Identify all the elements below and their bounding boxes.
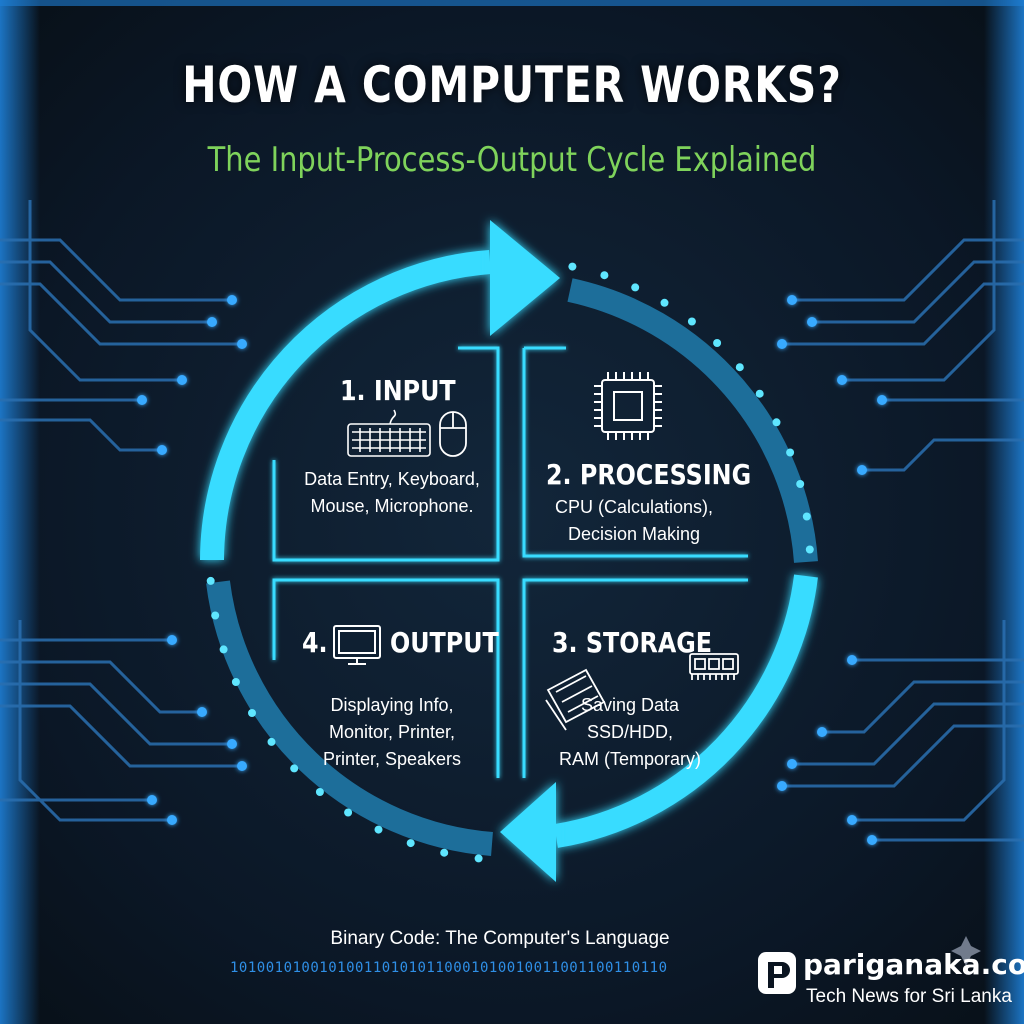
- output-text: Displaying Info, Monitor, Printer, Print…: [302, 692, 482, 773]
- storage-text: Saving Data SSD/HDD, RAM (Temporary): [540, 692, 720, 773]
- arc-output-to-input: [206, 580, 493, 856]
- ring-dot: [231, 678, 240, 686]
- ring-dot: [568, 262, 577, 271]
- right-edge-glow: [984, 0, 1024, 1024]
- brand-tagline: Tech News for Sri Lanka: [806, 986, 1012, 1007]
- quadrant-dividers: [272, 346, 748, 778]
- ssd-drive-icon: [545, 668, 606, 731]
- ring-dot: [374, 825, 383, 834]
- arc-input-to-processing: [200, 250, 491, 561]
- keyboard-icon: [347, 409, 431, 457]
- output-text-line: Printer, Speakers: [322, 749, 462, 769]
- circuit-traces-left: [0, 200, 240, 822]
- left-edge-glow: [0, 0, 40, 1024]
- ring-dot: [687, 317, 696, 326]
- arc-storage-to-output: [554, 574, 818, 848]
- processing-text-line: Decision Making: [567, 524, 701, 544]
- output-number: 4.: [302, 626, 328, 659]
- page-title: HOW A COMPUTER WORKS?: [182, 56, 842, 114]
- ring-dots: [206, 262, 814, 863]
- binary-caption: Binary Code: The Computer's Language: [330, 928, 670, 949]
- ring-dot: [474, 854, 483, 863]
- input-text-line: Data Entry, Keyboard,: [304, 469, 480, 489]
- ring-dot: [755, 389, 764, 398]
- cycle-ring: [200, 220, 818, 882]
- storage-text-line: Saving Data: [580, 695, 680, 715]
- ring-dot: [267, 737, 276, 746]
- ram-module-icon: [689, 653, 739, 680]
- brand-name: pariganaka.com: [803, 948, 1024, 981]
- output-text-line: Monitor, Printer,: [328, 722, 456, 742]
- circuit-nodes-right: [777, 295, 887, 845]
- processing-text: CPU (Calculations), Decision Making: [544, 494, 724, 548]
- ring-dot: [796, 480, 805, 488]
- ring-dot: [344, 808, 353, 817]
- storage-text-line: RAM (Temporary): [558, 749, 701, 769]
- ring-dot: [660, 298, 669, 307]
- ring-dot: [735, 363, 744, 372]
- ring-dot: [290, 764, 299, 773]
- input-text-line: Mouse, Microphone.: [310, 496, 474, 516]
- ring-dot: [786, 448, 795, 457]
- ring-dot: [802, 512, 811, 521]
- circuit-nodes-left: [137, 295, 247, 825]
- ring-dot: [315, 788, 324, 796]
- processing-text-line: CPU (Calculations),: [554, 497, 714, 517]
- cpu-chip-icon: [594, 372, 662, 440]
- binary-code-strip: 1010010100101001101010110001010010011001…: [230, 960, 668, 976]
- ring-dot: [600, 271, 609, 280]
- arc-processing-to-storage: [567, 278, 818, 563]
- arrow-head-top: [490, 220, 560, 336]
- ring-dot: [440, 848, 449, 857]
- ring-dot: [211, 611, 220, 620]
- output-title: OUTPUT: [390, 626, 499, 659]
- ring-dot: [206, 576, 215, 585]
- processing-title: 2. PROCESSING: [546, 458, 752, 491]
- ring-dot: [406, 839, 415, 848]
- storage-text-line: SSD/HDD,: [586, 722, 673, 742]
- brand-logo-icon: [758, 952, 796, 994]
- sparkle-icon: [951, 936, 981, 966]
- arrow-head-bottom: [500, 782, 556, 882]
- storage-title: 3. STORAGE: [552, 626, 713, 659]
- ring-dot: [631, 283, 640, 292]
- ring-dot: [805, 545, 814, 554]
- circuit-traces-right: [784, 200, 1024, 842]
- input-text: Data Entry, Keyboard, Mouse, Microphone.: [302, 466, 482, 520]
- page-subtitle: The Input-Process-Output Cycle Explained: [207, 140, 817, 180]
- mouse-icon: [439, 411, 467, 457]
- input-title: 1. INPUT: [340, 374, 456, 407]
- ring-dot: [772, 418, 781, 427]
- top-edge-glow: [0, 0, 1024, 6]
- ring-dot: [248, 709, 256, 717]
- output-text-line: Displaying Info,: [330, 695, 454, 715]
- ring-dot: [219, 645, 228, 654]
- monitor-icon: [333, 625, 381, 665]
- ring-dot: [713, 339, 722, 347]
